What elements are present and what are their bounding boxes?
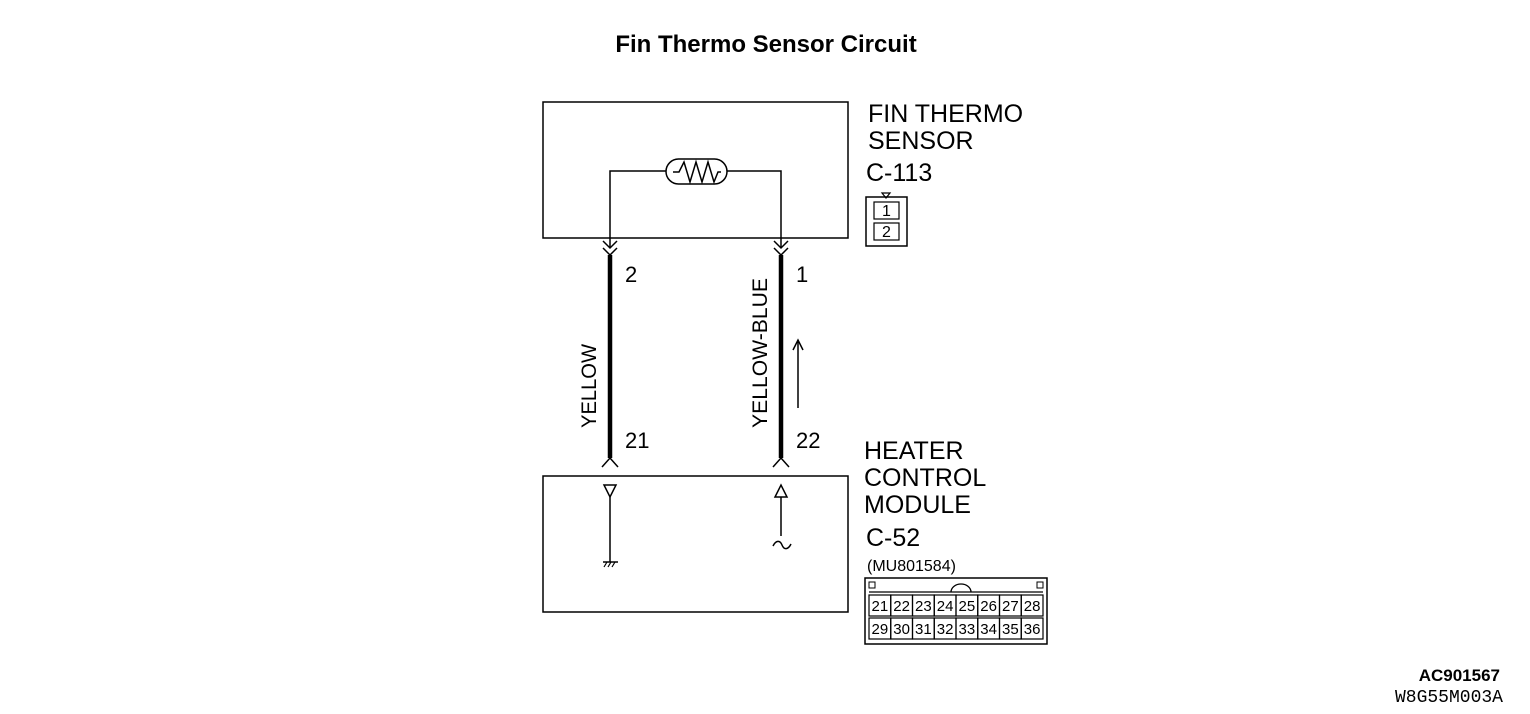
sensor-pin-label: 1 [796, 262, 808, 287]
connector-cavity-label: 24 [937, 598, 954, 615]
connector-key-icon [880, 192, 892, 199]
sensor-connector-id: C-113 [866, 159, 932, 187]
connector-cavity-label: 34 [980, 621, 997, 638]
connector-cavity-label: 22 [893, 598, 910, 615]
sensor-pin-label: 2 [625, 262, 637, 287]
connector-shell [864, 577, 1048, 645]
female-terminal-icon [772, 456, 790, 468]
sensor-name-line1: FIN THERMO [868, 100, 1023, 128]
tilde-icon [772, 540, 792, 550]
connector-cavity-label: 32 [937, 621, 954, 638]
connector-cavity-label: 23 [915, 598, 932, 615]
module-name-line1: HEATER [864, 437, 964, 465]
reference-code-1: AC901567 [1419, 666, 1500, 685]
module-housing [542, 475, 849, 613]
wire-color-label: YELLOW [578, 344, 601, 428]
signal-direction-arrow-icon [792, 338, 804, 408]
connector-cavity-1 [873, 201, 900, 220]
connector-cavity [1020, 594, 1044, 617]
connector-cavity-label: 2 [882, 224, 891, 241]
connector-cavity-label: 28 [1024, 598, 1041, 615]
connector-cavity [1020, 617, 1044, 640]
connector-cavity-label: 27 [1002, 598, 1019, 615]
connector-cavity-label: 30 [893, 621, 910, 638]
sensor-internal-wire-left [609, 170, 666, 248]
wire-color-label: YELLOW-BLUE [749, 278, 772, 428]
sensor-connector-face: 1 2 [865, 192, 908, 247]
female-terminal-icon [601, 456, 619, 468]
male-terminal-icon [602, 240, 618, 250]
connector-cavity-2 [873, 222, 900, 241]
module-name-line3: MODULE [864, 491, 971, 519]
connector-cavity-label: 26 [980, 598, 997, 615]
connector-lock-icon [1036, 581, 1044, 589]
sensor-name-line2: SENSOR [868, 127, 974, 155]
connector-lock-icon [868, 581, 876, 589]
module-pin-label: 21 [625, 428, 649, 453]
connector-cavity-label: 35 [1002, 621, 1019, 638]
connector-cavity-label: 25 [959, 598, 976, 615]
diagram-title: Fin Thermo Sensor Circuit [615, 31, 916, 58]
heater-control-module [542, 475, 849, 613]
module-pin-label: 22 [796, 428, 820, 453]
wire-yellow-blue [772, 240, 790, 468]
wire-yellow [601, 240, 619, 468]
male-terminal-icon [773, 240, 789, 250]
reference-code-2: W8G55M003A [1395, 688, 1503, 708]
output-terminal-icon [773, 483, 789, 498]
fin-thermo-sensor [542, 101, 849, 248]
module-name-line2: CONTROL [864, 464, 986, 492]
thermistor-icon [665, 158, 728, 185]
connector-key-icon [950, 583, 972, 593]
ground-icon [603, 561, 618, 568]
connector-shell [865, 196, 908, 247]
connector-cavity-label: 21 [872, 598, 889, 615]
connector-cavity-label: 36 [1024, 621, 1041, 638]
connector-cavity-label: 29 [872, 621, 889, 638]
module-part-number: (MU801584) [867, 558, 956, 575]
connector-cavity-label: 31 [915, 621, 932, 638]
input-terminal-icon [602, 484, 618, 499]
connector-cavity-label: 1 [882, 203, 891, 220]
sensor-housing [542, 101, 849, 239]
sensor-internal-wire-right [727, 170, 782, 248]
connector-cavity-label: 33 [959, 621, 976, 638]
module-connector-id: C-52 [866, 524, 920, 552]
